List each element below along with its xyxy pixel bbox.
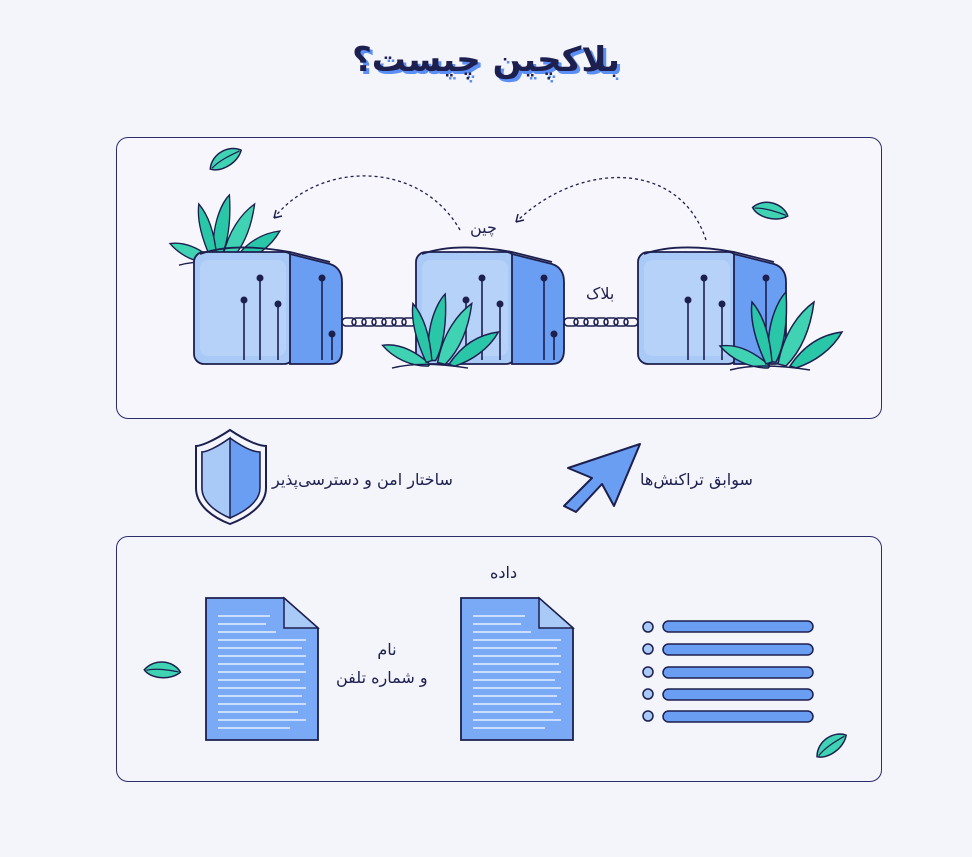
chain-arc-right	[515, 176, 707, 241]
page-title: بلاکچین چیست؟	[352, 40, 620, 80]
list-icon	[642, 620, 814, 723]
data-label: داده	[490, 563, 518, 582]
block-icon	[193, 246, 343, 365]
chain-arc-left	[273, 175, 461, 231]
security-label: ساختار امن و دسترسی‌پذیر	[272, 470, 453, 489]
history-label: سوابق تراکنش‌ها	[640, 470, 753, 489]
leaf-icon	[750, 196, 791, 226]
phone-label: و شماره تلفن	[336, 668, 428, 687]
chain-icon	[341, 317, 417, 327]
shield-icon	[195, 428, 267, 526]
leaf-icon	[204, 143, 246, 175]
arrowhead	[273, 209, 283, 219]
block-label: بلاک	[586, 284, 615, 303]
data-panel	[116, 536, 882, 782]
cursor-arrow-icon	[563, 443, 641, 513]
chain-icon	[563, 317, 639, 327]
name-label: نام	[377, 640, 397, 659]
chain-label: چین	[470, 218, 497, 237]
arrowhead	[515, 213, 525, 223]
